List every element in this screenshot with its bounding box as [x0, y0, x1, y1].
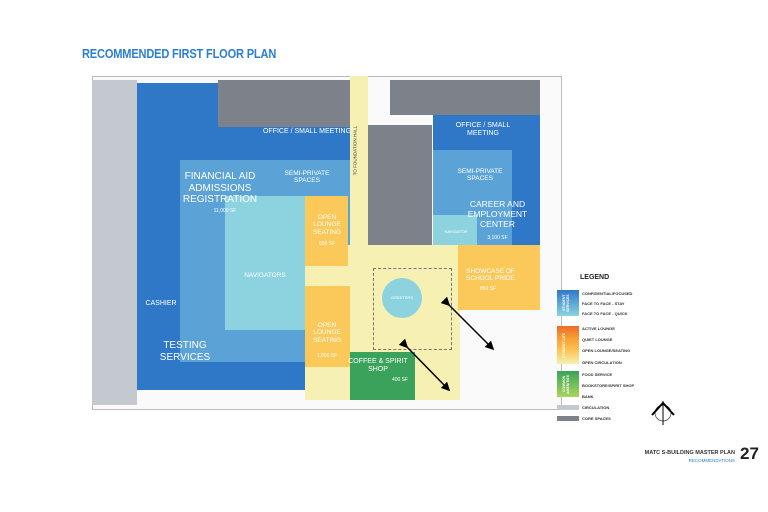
legend-item: FOOD SERVICE	[582, 372, 613, 377]
legend-item: CONFIDENTIAL/FOCUSED	[582, 291, 633, 296]
label-showcase-area: 850 SF	[479, 286, 497, 292]
label-career: CAREER AND EMPLOYMENT CENTER	[467, 199, 528, 229]
legend-item: CIRCULATION	[582, 405, 610, 410]
core-central	[368, 125, 432, 245]
label-office-right: OFFICE / SMALL MEETING	[455, 122, 511, 138]
greeters-desk	[382, 278, 422, 318]
legend-title: LEGEND	[580, 274, 610, 281]
label-cashier: CASHIER	[145, 300, 177, 307]
page-number: 27	[740, 444, 759, 463]
label-office-left: OFFICE / SMALL MEETING	[262, 128, 352, 135]
lounge-top-zone	[305, 196, 348, 266]
label-semi-private-left: SEMI-PRIVATE SPACES	[284, 170, 330, 185]
label-career-area: 3,100 SF	[487, 235, 508, 241]
legend-item: BANK	[582, 394, 594, 399]
footer-doc-title: MATC S-BUILDING MASTER PLAN	[644, 450, 735, 456]
label-foundation-hall: TO FOUNDATION HALL	[352, 125, 358, 176]
lounge-bottom-zone	[305, 286, 350, 367]
label-testing: TESTING SERVICES	[159, 340, 211, 363]
navigators-zone	[225, 196, 305, 330]
north-arrow-icon	[651, 401, 675, 425]
page-title: RECOMMENDED FIRST FLOOR PLAN	[82, 46, 277, 61]
label-navigator: NAVIGATOR	[444, 229, 468, 234]
entrance-arrow-south	[398, 338, 451, 392]
label-lounge-top: OPEN LOUNGE SEATING	[312, 214, 342, 236]
label-greeters: GREETERS	[390, 295, 413, 300]
legend-item: FACE TO FACE - STAY	[582, 301, 625, 306]
legend-swatch-student-services: STUDENT SERVICES	[557, 290, 579, 316]
label-lounge-bottom-area: 1,000 SF	[316, 353, 338, 359]
label-lounge-bottom: OPEN LOUNGE SEATING	[312, 322, 342, 344]
navigator-zone	[433, 215, 477, 245]
label-coffee-area: 400 SF	[391, 377, 409, 383]
footer-section: RECOMMENDATIONS	[688, 458, 735, 463]
entrance-arrow-east	[440, 296, 495, 351]
label-coffee: COFFEE & SPIRIT SHOP	[348, 358, 408, 374]
legend-group-label: STUDENT SERVICES	[562, 294, 570, 312]
legend-item: OPEN CIRCULATION	[582, 360, 622, 365]
label-financial-aid: FINANCIAL AID ADMISSIONS REGISTRATION	[182, 171, 258, 205]
legend-item: OPEN LOUNGE/SEATING	[582, 348, 631, 353]
core-northeast	[390, 80, 540, 115]
label-showcase: SHOWCASE OF SCHOOL PRIDE	[466, 268, 515, 283]
legend-group-label: STUDENT LIFE	[562, 332, 566, 358]
label-lounge-top-area: 650 SF	[318, 241, 336, 247]
legend-item: QUIET LOUNGE	[582, 337, 613, 342]
legend-swatch-circulation	[557, 405, 579, 410]
label-financial-aid-area: 11,000 SF	[213, 208, 237, 214]
west-circulation	[92, 80, 137, 405]
legend-item: CORE SPACES	[582, 416, 611, 421]
legend-swatch-common-amenities: COMMON AMENITIES	[557, 371, 579, 397]
legend-swatch-student-life: STUDENT LIFE	[557, 326, 579, 364]
legend-item: BOOKSTORE/SPIRIT SHOP	[582, 383, 635, 388]
label-semi-private-right: SEMI-PRIVATE SPACES	[457, 168, 503, 183]
legend-item: ACTIVE LOUNGE	[582, 326, 615, 331]
core-north	[218, 80, 350, 127]
legend-swatch-core	[557, 416, 579, 421]
label-navigators: NAVIGATORS	[244, 272, 286, 279]
legend-group-label: COMMON AMENITIES	[562, 374, 570, 394]
legend-item: FACE TO FACE - QUICK	[582, 311, 628, 316]
